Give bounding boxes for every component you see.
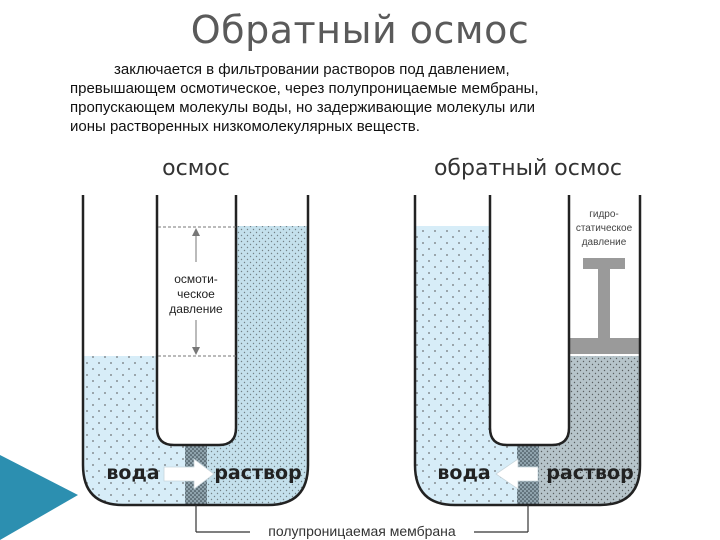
hydrostatic-pressure-label: статическое [576,223,633,234]
description-line: превышающем осмотическое, через полупрон… [70,80,539,97]
description-line: ионы растворенных низкомолекулярных веще… [70,118,420,135]
page-title: Обратный осмос [190,8,530,52]
reverse-osmosis-heading: обратный осмос [434,156,622,181]
osmotic-pressure-label: осмоти- [174,272,218,286]
hydrostatic-pressure-label: давление [582,237,627,248]
piston [569,338,640,354]
solution-label: раствор [546,462,633,484]
osmosis-heading: осмос [162,156,230,181]
osmotic-pressure-marker [158,226,236,357]
flow-arrow-right-icon [163,458,215,490]
osmotic-pressure-label: ческое [177,287,215,301]
hydrostatic-pressure-label: гидро- [589,209,619,220]
solution-label: раствор [214,462,301,484]
membrane-bracket [195,505,529,533]
description: заключается в фильтровании растворов под… [70,60,680,136]
reverse-osmosis-vessel [413,195,642,507]
description-line: пропускающем молекулы воды, но задержива… [70,99,535,116]
corner-decoration [0,455,78,540]
water-label: вода [106,462,159,484]
osmotic-pressure-label: давление [169,302,223,316]
description-line: заключается в фильтровании растворов под… [114,61,510,78]
flow-arrow-left-icon [495,458,539,490]
water-label: вода [437,462,490,484]
membrane-label: полупроницаемая мембрана [268,523,456,539]
